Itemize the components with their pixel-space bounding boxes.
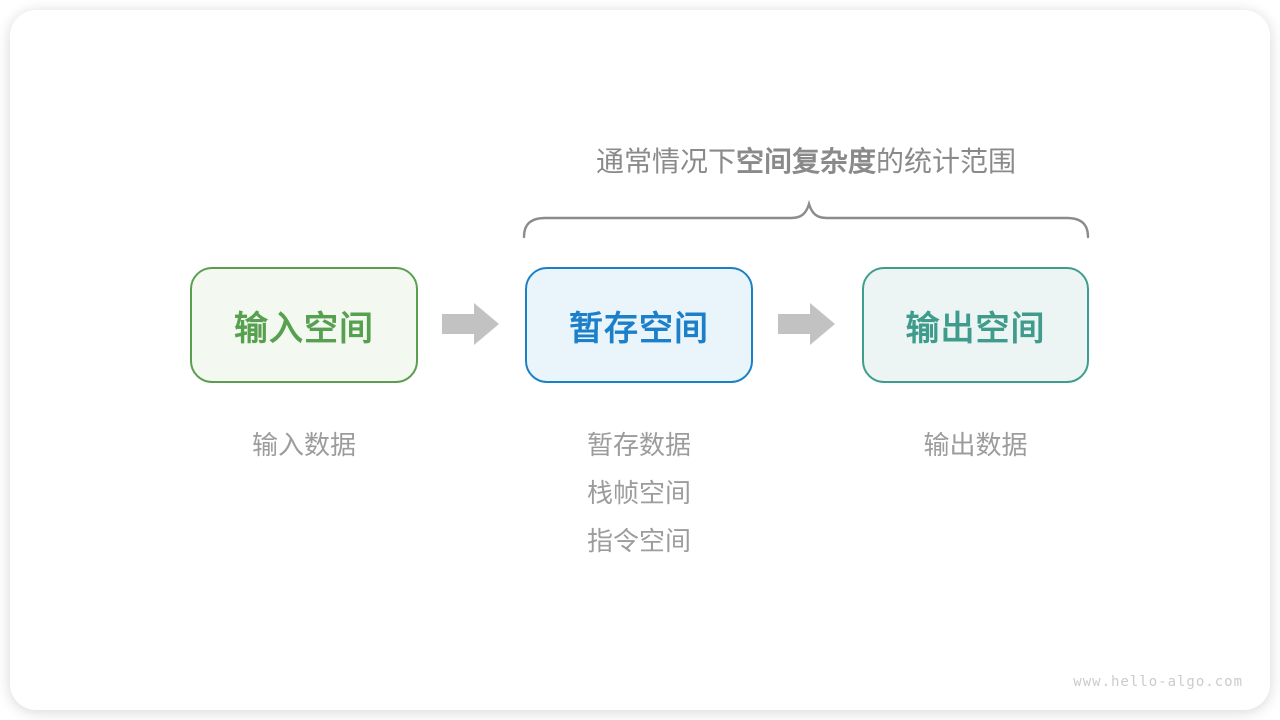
note-line: 暂存数据: [586, 430, 691, 460]
annotation-highlight: 空间复杂度: [735, 146, 876, 177]
arrow-shape: [442, 303, 499, 345]
note-line: 输出数据: [923, 430, 1028, 460]
right-arrow-icon: [442, 303, 499, 345]
temp-space-notes: 暂存数据 栈帧空间 指令空间: [525, 421, 753, 565]
note-line: 栈帧空间: [586, 478, 691, 508]
annotation-suffix: 的统计范围: [876, 146, 1017, 177]
watermark: www.hello-algo.com: [1073, 674, 1243, 690]
output-space-notes: 输出数据: [862, 421, 1089, 469]
temp-space-label: 暂存空间: [569, 309, 709, 348]
input-space-label: 输入空间: [234, 309, 374, 348]
scope-brace-icon: [522, 200, 1090, 239]
annotation-prefix: 通常情况下: [595, 146, 736, 177]
output-space-box: 输出空间: [862, 267, 1089, 383]
note-line: 输入数据: [251, 430, 356, 460]
input-space-box: 输入空间: [190, 267, 418, 383]
brace-path: [522, 200, 1090, 239]
right-arrow-icon: [778, 303, 835, 345]
input-space-notes: 输入数据: [190, 421, 418, 469]
arrow-shape: [778, 303, 835, 345]
output-space-label: 输出空间: [905, 309, 1046, 348]
note-line: 指令空间: [586, 526, 691, 556]
figure-card: 通常情况下空间复杂度的统计范围 输入空间 暂存空间 输出空间 输入数据 暂存数据…: [10, 10, 1270, 710]
temp-space-box: 暂存空间: [525, 267, 753, 383]
scope-annotation: 通常情况下空间复杂度的统计范围: [521, 146, 1091, 178]
